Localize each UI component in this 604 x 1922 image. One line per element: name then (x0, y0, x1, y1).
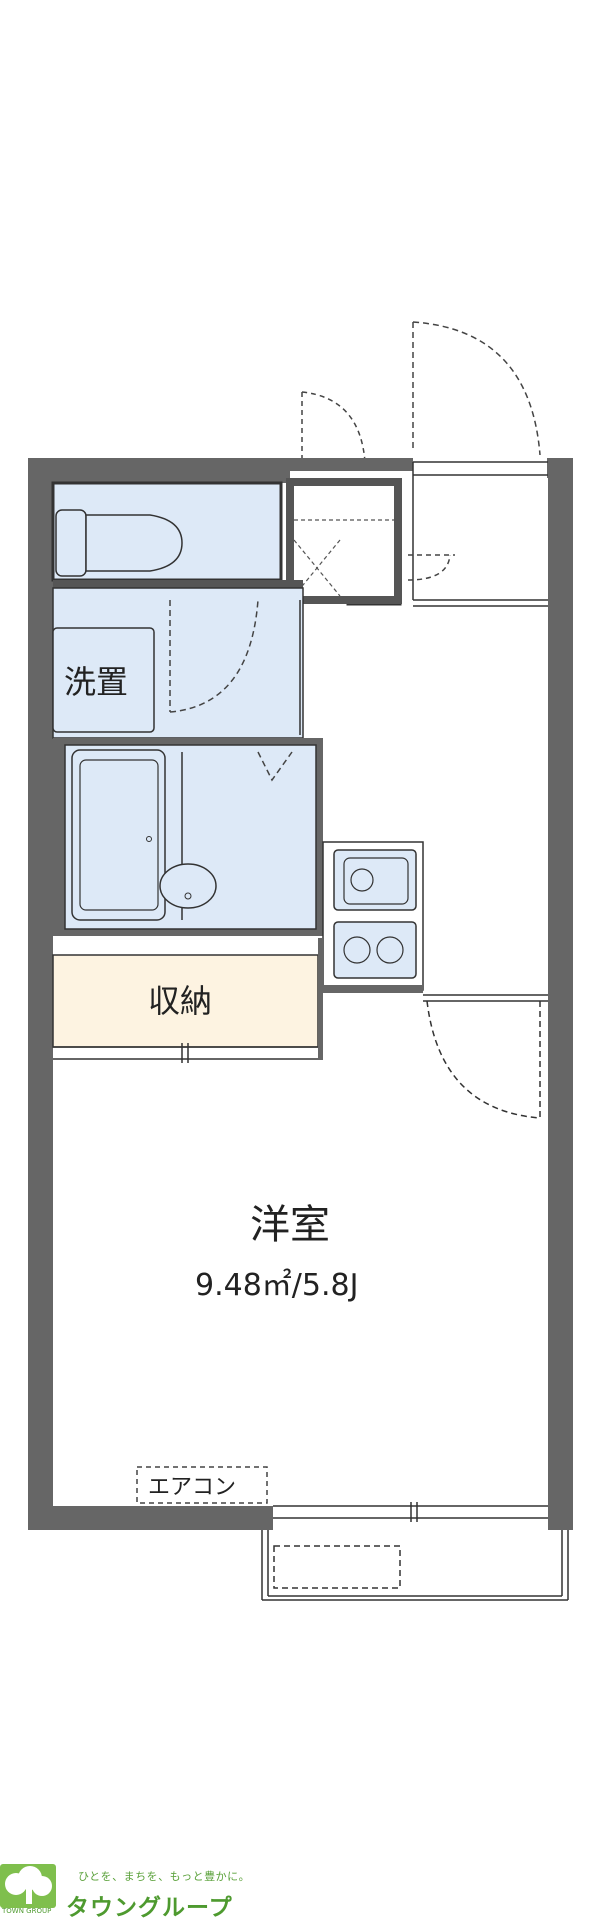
pipe-space (286, 478, 402, 604)
floor-plan: 洗置 収納 洋室 9.48㎡/ (28, 321, 573, 1601)
balcony (261, 1530, 569, 1601)
footer-brand: タウングループ (66, 1895, 233, 1921)
storage-label: 収納 (148, 982, 212, 1020)
outer-walls (28, 458, 573, 1530)
footer-tagline: ひとを、まちを、もっと豊かに。 (78, 1870, 251, 1883)
footer-group-text: TOWN GROUP (2, 1907, 52, 1915)
aircon-label: エアコン (148, 1475, 236, 1500)
entrance-door (412, 321, 541, 456)
toilet-room (51, 481, 283, 582)
storage (52, 938, 323, 1063)
entrance-area (412, 461, 548, 607)
meter-door (301, 391, 366, 487)
toilet-wall (53, 580, 303, 588)
balcony-window (273, 1502, 548, 1522)
main-room-area: 9.48㎡/5.8J (195, 1268, 358, 1303)
room-door (423, 994, 548, 1119)
washroom (52, 587, 304, 739)
aircon-outline (136, 1466, 268, 1504)
tree-logo-icon (0, 1864, 56, 1908)
main-room-name: 洋室 (250, 1202, 330, 1248)
kitchen-counter (322, 841, 424, 993)
laundry-label: 洗置 (64, 663, 128, 701)
cabinet-door (407, 554, 455, 581)
bathroom (53, 738, 323, 936)
